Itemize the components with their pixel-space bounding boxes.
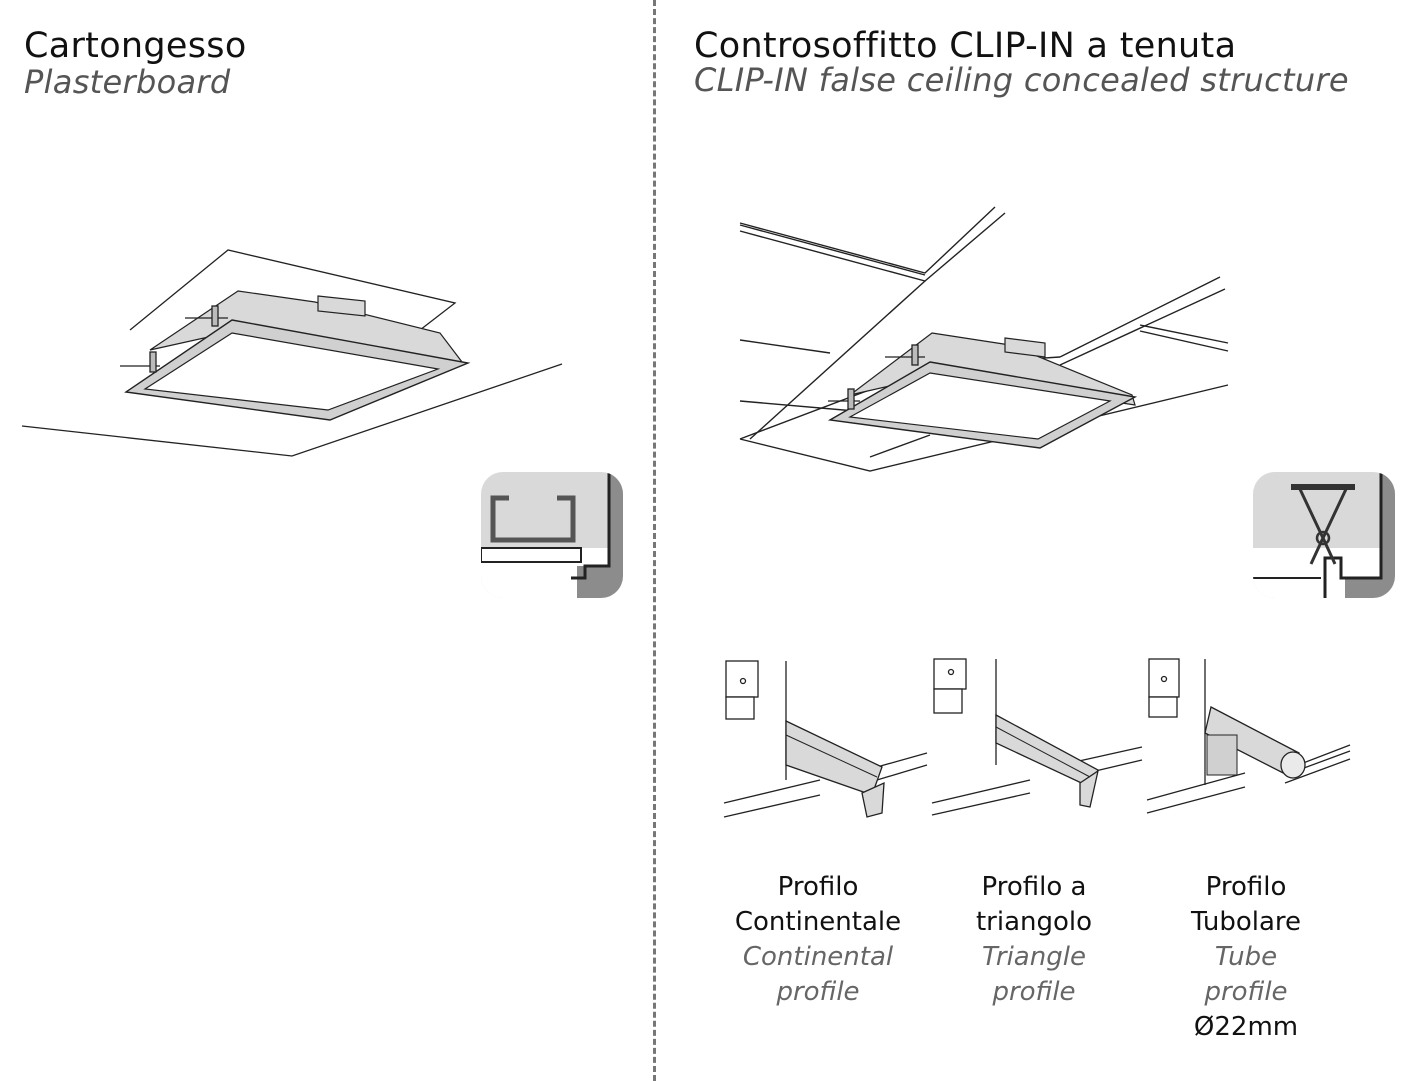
right-title: Controsoffitto CLIP-IN a tenuta [694, 26, 1237, 66]
plasterboard-section-icon [481, 472, 623, 598]
caption-en-line2: profile [1204, 977, 1288, 1007]
tube-profile-drawing [1146, 658, 1351, 814]
right-subtitle: CLIP-IN false ceiling concealed structur… [694, 61, 1349, 99]
caption-it-line1: Profilo [777, 872, 859, 902]
profile-caption-continental: Profilo Continentale Continental profile [718, 870, 918, 1010]
caption-en-line1: Triangle [982, 942, 1086, 972]
left-subtitle: Plasterboard [24, 63, 231, 101]
clip-in-ceiling-drawing [739, 206, 1229, 472]
left-title: Cartongesso [24, 26, 247, 66]
clip-in-section-icon [1253, 472, 1395, 598]
caption-en-line1: Tube [1214, 942, 1278, 972]
section-divider [653, 0, 656, 1081]
caption-it-line2: Tubolare [1190, 907, 1302, 937]
caption-en-line1: Continental [742, 942, 894, 972]
triangle-profile-drawing [931, 658, 1143, 816]
caption-en-line2: profile [992, 977, 1076, 1007]
profile-caption-triangle: Profilo a triangolo Triangle profile [934, 870, 1134, 1010]
caption-it-line1: Profilo a [981, 872, 1087, 902]
caption-it-line2: Continentale [734, 907, 902, 937]
tube-diameter-label: Ø22mm [1193, 1012, 1299, 1042]
plasterboard-installation-drawing [21, 249, 563, 457]
caption-it-line2: triangolo [975, 907, 1093, 937]
profile-caption-tube: Profilo Tubolare Tube profile Ø22mm [1146, 870, 1346, 1045]
caption-it-line1: Profilo [1205, 872, 1287, 902]
continental-profile-drawing [723, 660, 928, 818]
caption-en-line2: profile [776, 977, 860, 1007]
